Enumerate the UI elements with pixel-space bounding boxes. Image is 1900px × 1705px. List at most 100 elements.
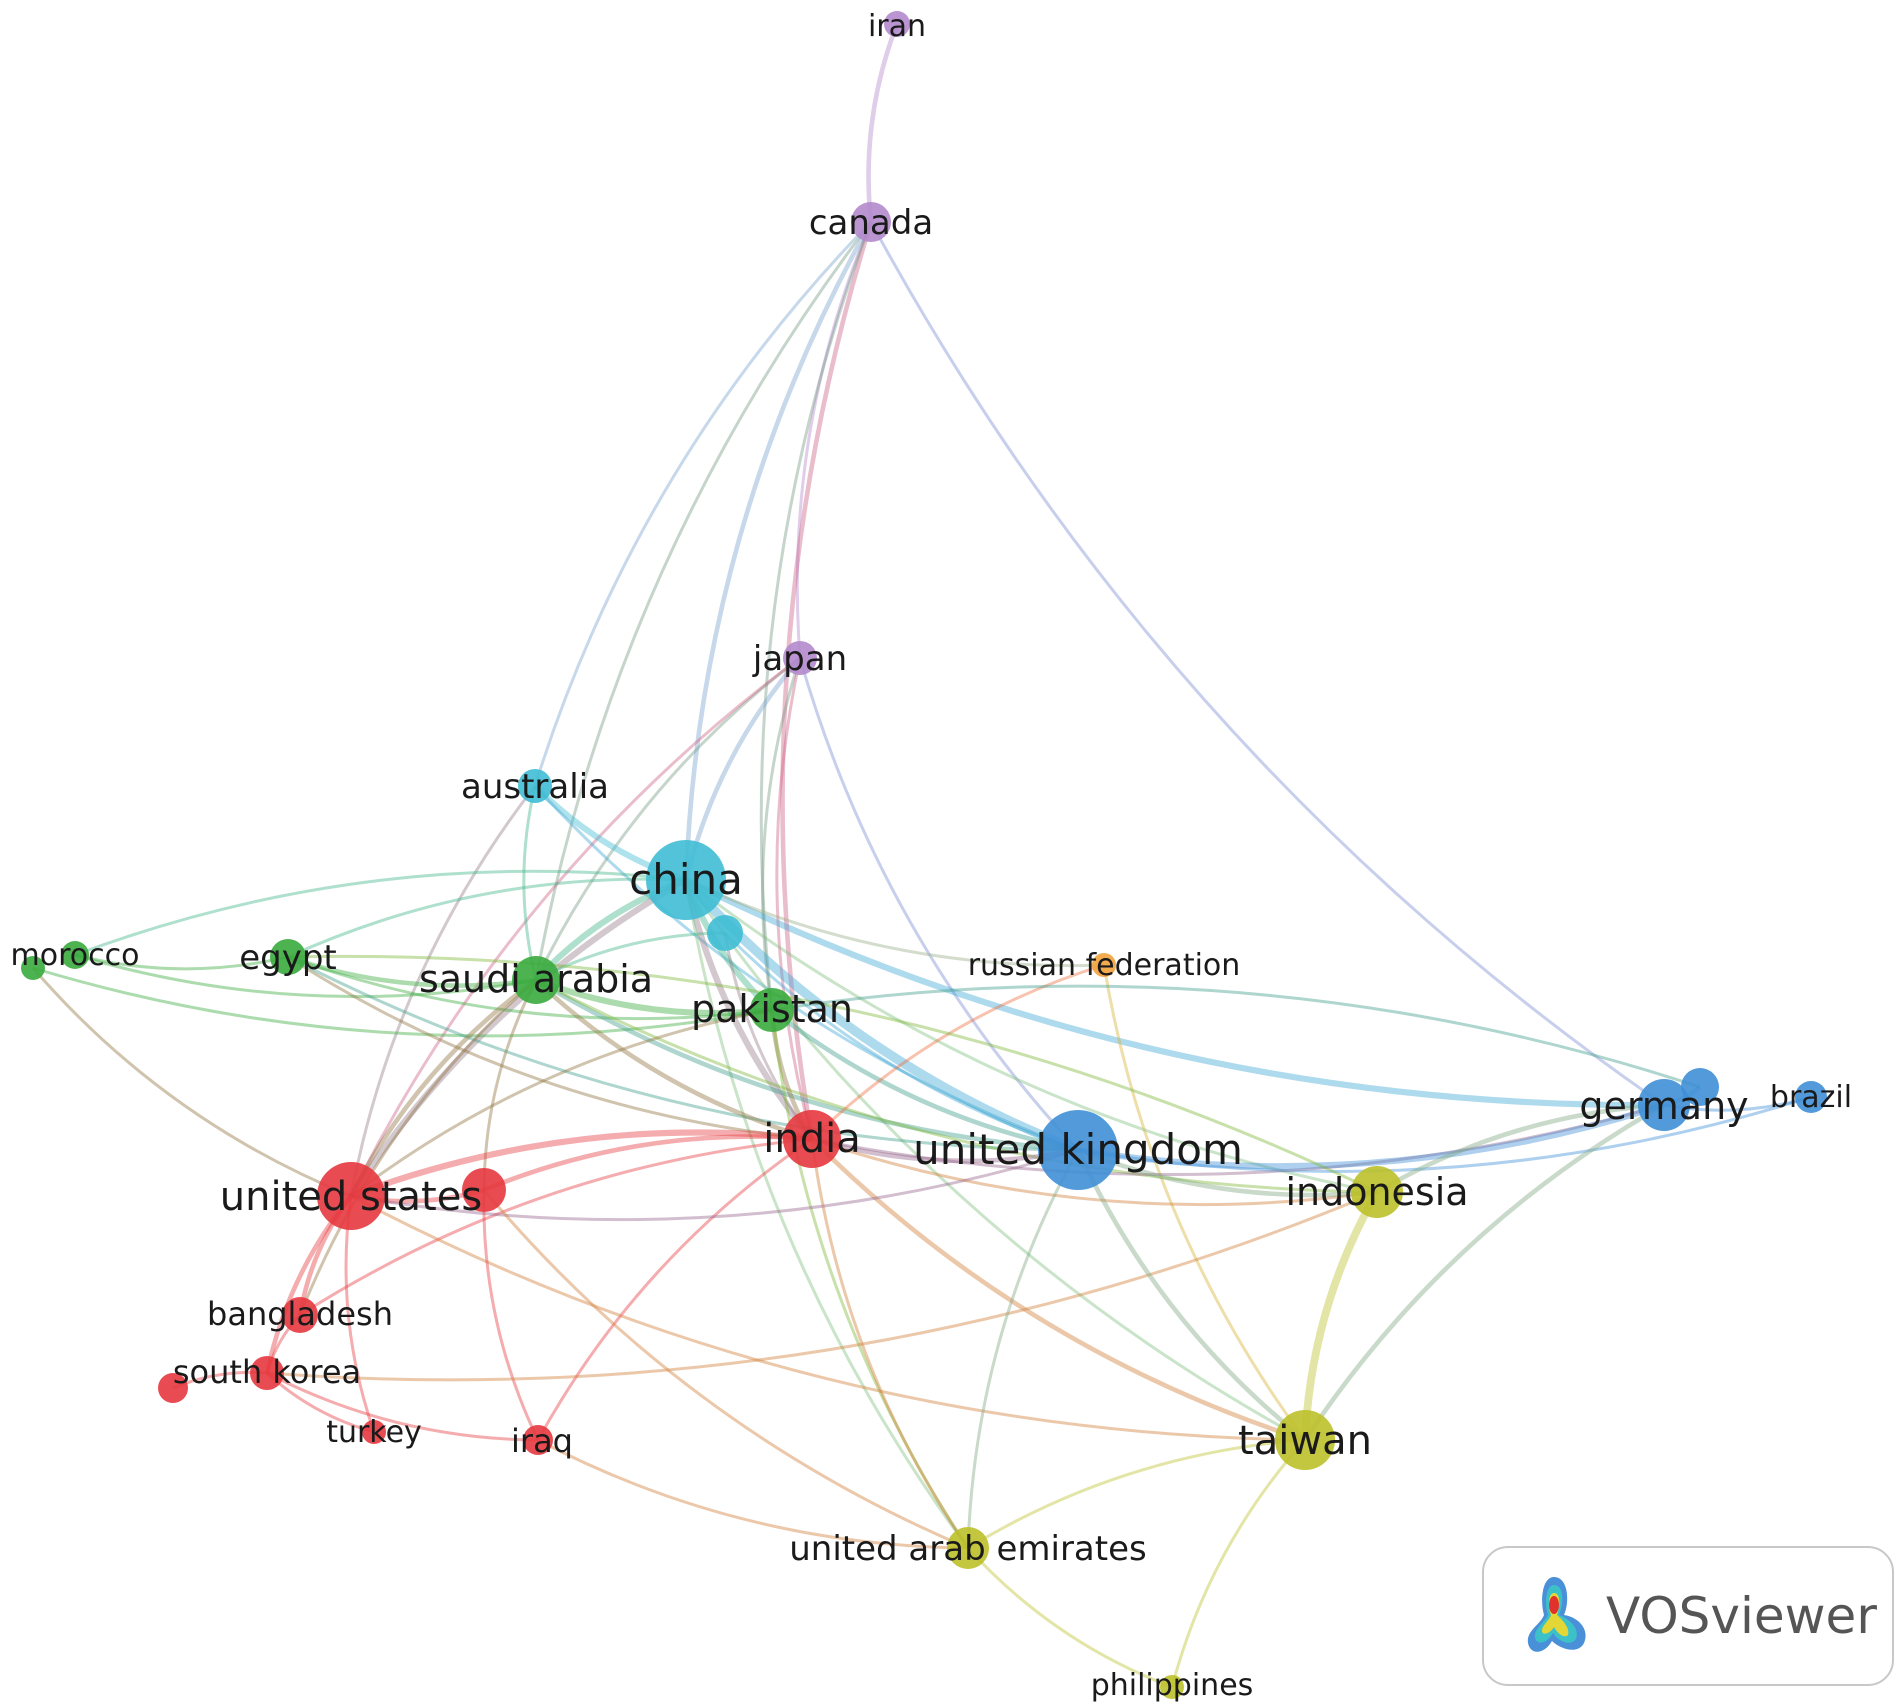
link-canada-japan <box>795 221 873 659</box>
link-canada-germany <box>869 221 1665 1107</box>
link-red_unlabeled-iraq <box>482 1189 540 1441</box>
link-saudi_arabia-india <box>534 978 813 1142</box>
link-india-bangladesh <box>299 1137 813 1317</box>
label-egypt: egypt <box>239 938 337 978</box>
link-indonesia-egypt <box>287 954 1378 1194</box>
link-morocco-saudi_arabia <box>74 953 537 999</box>
link-india-united_states <box>349 1129 813 1199</box>
node-japan[interactable] <box>783 641 817 675</box>
link-china-indonesia <box>685 878 1378 1194</box>
node-morocco[interactable] <box>61 941 89 969</box>
link-canada-australia <box>533 220 873 787</box>
link-india-germany <box>811 1103 1665 1176</box>
link-india-united_arab_emirates <box>810 1138 970 1549</box>
link-red_unlabeled-united_arab_emirates <box>482 1189 969 1550</box>
label-indonesia: indonesia <box>1285 1170 1468 1214</box>
link-saudi_arabia-bangladesh <box>298 978 537 1316</box>
link-saudi_arabia-indonesia <box>535 978 1378 1194</box>
label-iran: iran <box>868 9 926 44</box>
link-india-taiwan <box>810 1137 1306 1443</box>
link-canada-china <box>683 220 874 881</box>
node-pakistan[interactable] <box>750 988 794 1032</box>
node-iran[interactable] <box>884 11 910 37</box>
link-egypt-pakistan <box>287 955 773 1021</box>
links-layer <box>31 23 1812 1689</box>
link-saudi_arabia-red_unlabeled <box>482 979 538 1191</box>
link-canada-india <box>780 221 874 1140</box>
link-indonesia-taiwan <box>1301 1190 1381 1441</box>
link-united_states-united_kingdom <box>350 1148 1079 1222</box>
link-saudi_arabia-pakistan <box>534 977 773 1017</box>
link-japan-india <box>775 657 814 1140</box>
link-australia-saudi_arabia <box>522 785 538 981</box>
node-red-unlabeled[interactable] <box>462 1168 506 1212</box>
label-taiwan: taiwan <box>1238 1418 1372 1464</box>
nodes-layer <box>21 11 1827 1699</box>
link-japan-united_kingdom <box>798 657 1080 1152</box>
link-china-united_states <box>348 877 688 1198</box>
node-united-arab-emirates[interactable] <box>947 1527 989 1569</box>
label-japan: japan <box>752 639 847 679</box>
node-cyan-unlabeled[interactable] <box>707 915 743 951</box>
link-united_states-taiwan <box>350 1194 1306 1442</box>
node-egypt[interactable] <box>270 939 306 975</box>
label-united-arab-emirates: united arab emirates <box>789 1529 1146 1569</box>
link-cyan_unlabeled-saudi_arabia <box>535 931 726 982</box>
node-morocco-small[interactable] <box>21 956 45 980</box>
node-brazil[interactable] <box>1795 1081 1827 1113</box>
link-united_kingdom-united_arab_emirates <box>966 1149 1080 1549</box>
link-south_korea-indonesia <box>266 1190 1378 1382</box>
node-blue-unlabeled[interactable] <box>1681 1068 1719 1106</box>
node-india[interactable] <box>783 1110 841 1168</box>
label-philippines: philippines <box>1091 1668 1254 1703</box>
vosviewer-badge: VOSviewer <box>1482 1546 1894 1686</box>
link-japan-pakistan <box>761 657 802 1011</box>
link-saudi_arabia-united_kingdom <box>534 978 1079 1153</box>
link-canada-saudi_arabia <box>534 221 873 981</box>
node-russian-federation[interactable] <box>1092 953 1116 977</box>
node-south-korea[interactable] <box>250 1356 284 1390</box>
vosviewer-name: VOSviewer <box>1606 1587 1877 1645</box>
link-united_kingdom-taiwan <box>1075 1149 1307 1442</box>
link-taiwan-philippines <box>1170 1439 1307 1688</box>
link-japan-united_states <box>349 656 801 1197</box>
label-canada: canada <box>809 203 933 243</box>
link-united_kingdom-germany <box>1077 1102 1665 1170</box>
node-united-kingdom[interactable] <box>1038 1110 1118 1190</box>
node-south-korea-small[interactable] <box>158 1373 188 1403</box>
link-china-taiwan <box>684 879 1306 1442</box>
node-bangladesh[interactable] <box>282 1297 318 1333</box>
label-iraq: iraq <box>511 1422 573 1460</box>
label-australia: australia <box>461 767 609 807</box>
label-russian-federation: russian federation <box>968 948 1241 983</box>
label-brazil: brazil <box>1770 1080 1852 1115</box>
node-canada[interactable] <box>851 202 891 242</box>
node-saudi-arabia[interactable] <box>512 956 560 1004</box>
node-united-states[interactable] <box>317 1162 385 1230</box>
label-pakistan: pakistan <box>691 987 853 1031</box>
link-egypt-saudi_arabia <box>287 954 537 988</box>
link-blue_unlabeled-pakistan <box>771 984 1701 1089</box>
node-iraq[interactable] <box>523 1425 553 1455</box>
node-philippines[interactable] <box>1160 1675 1184 1699</box>
link-iran-canada <box>866 23 900 223</box>
label-south-korea: south korea <box>173 1353 361 1391</box>
label-turkey: turkey <box>326 1415 422 1450</box>
node-taiwan[interactable] <box>1275 1410 1335 1470</box>
node-indonesia[interactable] <box>1351 1166 1403 1218</box>
vosviewer-logo-icon <box>1527 1577 1586 1652</box>
link-india-red_unlabeled <box>483 1134 813 1193</box>
link-morocco_small-pakistan <box>32 966 773 1038</box>
link-india-indonesia <box>811 1137 1378 1207</box>
node-germany[interactable] <box>1638 1079 1690 1131</box>
link-united_kingdom-brazil <box>1077 1095 1812 1173</box>
link-taiwan-united_arab_emirates <box>967 1438 1306 1550</box>
link-united_arab_emirates-philippines <box>966 1546 1173 1689</box>
node-turkey[interactable] <box>362 1420 386 1444</box>
node-china[interactable] <box>646 840 726 920</box>
link-pakistan-united_arab_emirates <box>770 1009 970 1549</box>
node-australia[interactable] <box>518 769 552 803</box>
